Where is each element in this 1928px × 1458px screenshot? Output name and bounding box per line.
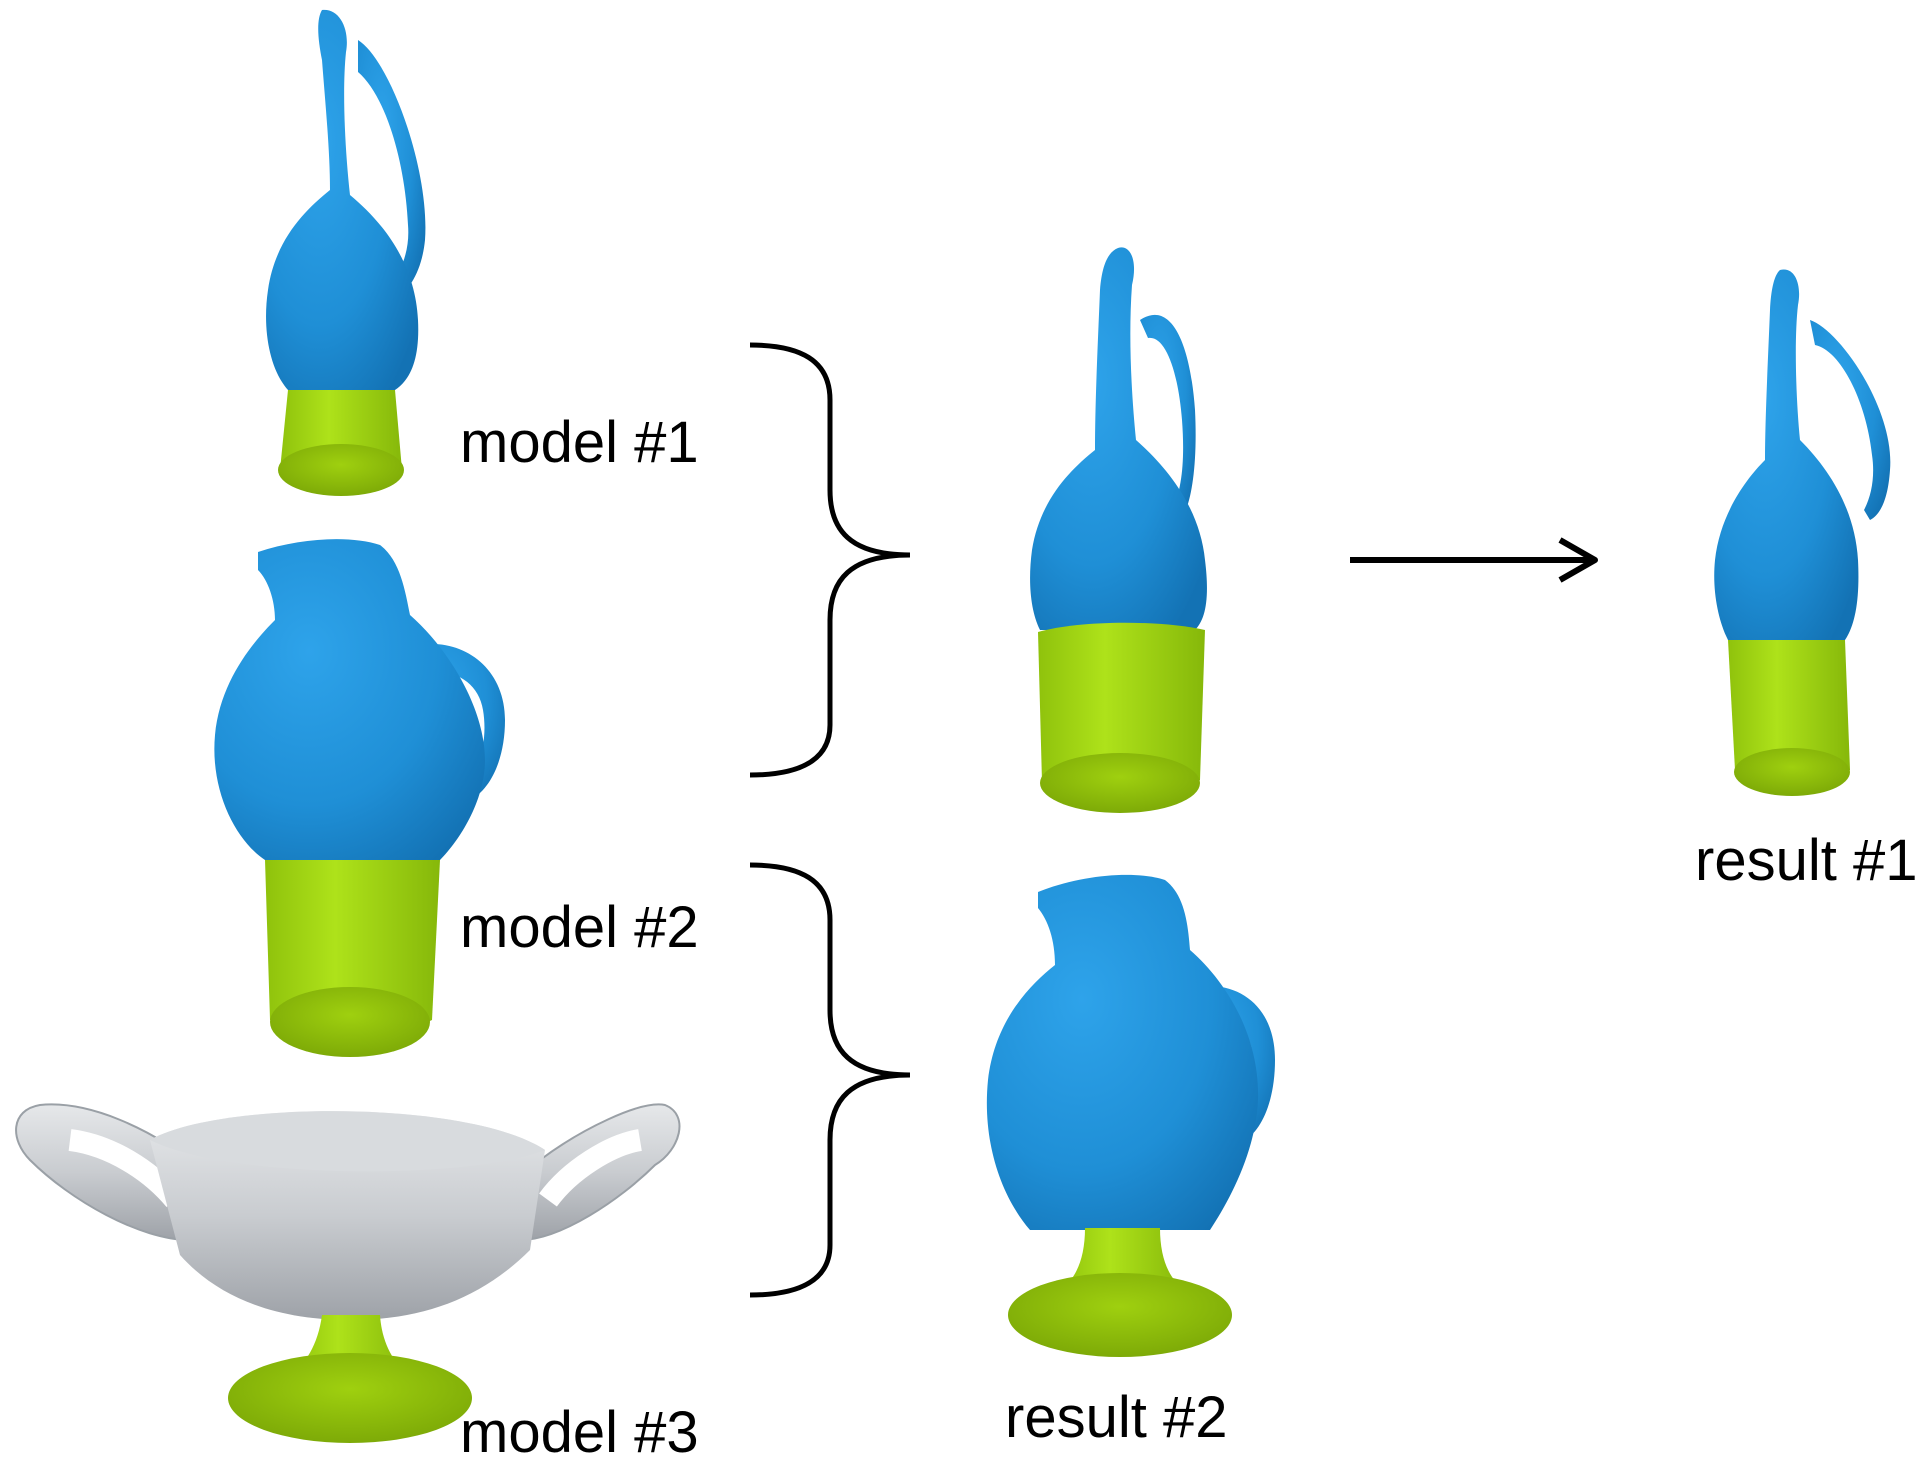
intermediate-body	[1030, 247, 1207, 630]
model-3-foot	[228, 1353, 472, 1443]
result-1-base	[1728, 640, 1850, 782]
model-1-body	[266, 9, 419, 391]
model-3-left-handle	[15, 1103, 191, 1242]
model-2-handle	[400, 643, 505, 800]
result-1-base-bottom	[1734, 748, 1850, 796]
model-1-label: model #1	[460, 410, 699, 475]
result-1-label: result #1	[1695, 828, 1917, 893]
model-3-vessel	[15, 1103, 681, 1443]
merge-bracket-2	[749, 862, 911, 1298]
result-2-label: result #2	[1005, 1385, 1227, 1450]
result-1-body	[1714, 269, 1859, 640]
model-2-base	[265, 860, 440, 1032]
model-3-label: model #3	[460, 1400, 699, 1458]
intermediate-vessel	[1030, 247, 1207, 813]
intermediate-handle	[1140, 314, 1196, 520]
model-3-right-handle	[518, 1103, 681, 1242]
model-1-base-bottom	[278, 444, 404, 496]
model-2-body	[214, 539, 485, 860]
result-1-handle	[1810, 320, 1891, 520]
result-2-foot	[1008, 1273, 1232, 1357]
model-2-base-bottom	[270, 987, 430, 1057]
model-2-label: model #2	[460, 895, 699, 960]
intermediate-base-bottom	[1040, 753, 1200, 813]
intermediate-base	[1038, 622, 1205, 796]
model-2-vessel	[214, 539, 505, 1057]
merge-bracket-1	[749, 342, 911, 778]
arrow-icon	[1350, 537, 1598, 583]
result-2-body	[986, 874, 1259, 1230]
model-1-handle	[358, 40, 426, 300]
result-1-vessel	[1714, 269, 1891, 796]
result-2-vessel	[986, 874, 1275, 1357]
model-1-vessel	[266, 9, 426, 496]
